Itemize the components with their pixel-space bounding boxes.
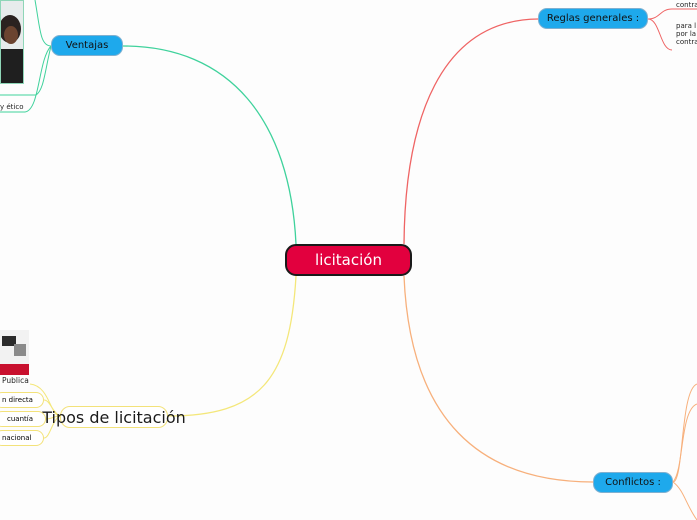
ventajas-node[interactable]: Ventajas (51, 35, 123, 56)
tipos-item-nacional-label: nacional (2, 434, 31, 442)
tipos-item-cuantia-label: cuantía (7, 415, 33, 423)
connector-conflictos (404, 276, 593, 482)
tipos-item-nacional[interactable]: nacional (0, 430, 44, 446)
connector-conflictos-3 (673, 482, 697, 520)
tipos-label: Tipos de licitación (42, 408, 186, 427)
reglas-node[interactable]: Reglas generales : (538, 8, 648, 29)
reglas-label: Reglas generales : (547, 13, 639, 24)
connector-reglas-1 (648, 9, 697, 19)
tipos-photo (0, 330, 29, 375)
connector-reglas (404, 19, 538, 244)
ventajas-photo (0, 0, 24, 84)
connector-ventajas-photo (35, 0, 51, 46)
conflictos-label: Conflictos : (605, 477, 661, 488)
conflictos-node[interactable]: Conflictos : (593, 472, 673, 493)
connector-ventajas (123, 46, 296, 244)
tipos-item-cuantia[interactable]: cuantía (0, 411, 46, 427)
connector-reglas-2 (648, 19, 672, 50)
tipos-item-directa-label: n directa (2, 396, 33, 404)
connector-conflictos-1 (673, 384, 697, 482)
reglas-sub-4: contra (676, 38, 697, 47)
connector-tipos (168, 276, 296, 416)
central-node[interactable]: licitación (285, 244, 412, 276)
ventajas-label: Ventajas (66, 40, 109, 51)
reglas-sub-1: contra (676, 1, 697, 10)
tipos-node[interactable]: Tipos de licitación (60, 406, 168, 428)
central-label: licitación (315, 251, 382, 269)
tipos-item-publica: Publica (2, 377, 29, 386)
tipos-item-directa[interactable]: n directa (0, 392, 44, 408)
ventajas-etico-text: y ético (0, 103, 24, 112)
